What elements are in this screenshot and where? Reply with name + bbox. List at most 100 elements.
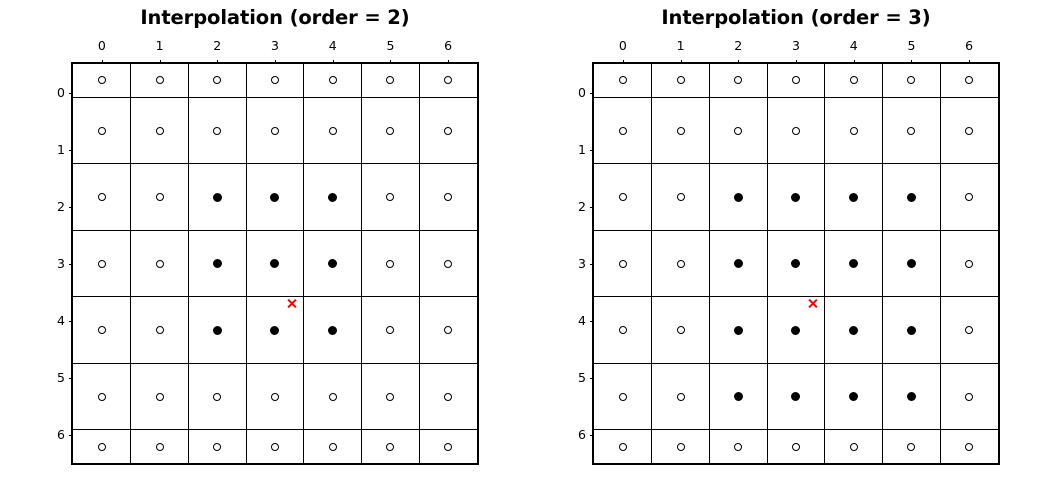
grid-cell[interactable]: [187, 429, 247, 463]
grid-cell[interactable]: [187, 163, 247, 231]
grid-cell[interactable]: [766, 362, 826, 431]
grid-cell[interactable]: [824, 296, 884, 364]
grid-cell[interactable]: [187, 229, 247, 298]
grid-cell[interactable]: [594, 362, 653, 431]
grid-cell[interactable]: [73, 362, 132, 431]
grid-cell[interactable]: [824, 229, 884, 298]
grid-cell[interactable]: [418, 229, 477, 298]
grid-cell[interactable]: [418, 296, 477, 364]
grid-cell[interactable]: [708, 96, 768, 165]
grid-cell[interactable]: [824, 96, 884, 165]
grid-cell[interactable]: [824, 429, 884, 463]
grid-cell[interactable]: [361, 163, 420, 231]
grid-cell[interactable]: [708, 163, 768, 231]
grid-cell[interactable]: [130, 296, 189, 364]
grid-cell[interactable]: [245, 64, 305, 98]
grid-cell[interactable]: [594, 229, 653, 298]
grid-cell[interactable]: [187, 362, 247, 431]
grid-cell[interactable]: [708, 296, 768, 364]
grid-cell[interactable]: [651, 362, 710, 431]
grid-cell[interactable]: [651, 64, 710, 98]
grid-cell[interactable]: [361, 229, 420, 298]
grid-cell[interactable]: [824, 362, 884, 431]
grid-cell[interactable]: [245, 229, 305, 298]
grid-cell[interactable]: [245, 362, 305, 431]
open-sample-marker: [676, 193, 685, 201]
grid-cell[interactable]: [651, 429, 710, 463]
grid-cell[interactable]: [361, 96, 420, 165]
grid-cell[interactable]: [882, 96, 941, 165]
grid-cell[interactable]: [130, 96, 189, 165]
grid-cell[interactable]: [303, 296, 363, 364]
grid-cell[interactable]: [245, 96, 305, 165]
grid-cell[interactable]: [882, 296, 941, 364]
grid-cell[interactable]: [245, 296, 305, 364]
grid-cell[interactable]: [882, 429, 941, 463]
grid-cell[interactable]: [303, 229, 363, 298]
grid-cell[interactable]: [708, 429, 768, 463]
grid-cell[interactable]: [766, 163, 826, 231]
grid-cell[interactable]: [766, 96, 826, 165]
grid-cell[interactable]: [766, 229, 826, 298]
grid-cell[interactable]: [418, 362, 477, 431]
grid-cell[interactable]: [939, 296, 998, 364]
grid-cell[interactable]: [73, 229, 132, 298]
grid-cell[interactable]: [939, 229, 998, 298]
grid-cell[interactable]: [303, 64, 363, 98]
grid-cell[interactable]: [245, 429, 305, 463]
grid-cell[interactable]: [130, 64, 189, 98]
grid-cell[interactable]: [939, 64, 998, 98]
grid-cell[interactable]: [418, 163, 477, 231]
grid-cell[interactable]: [651, 296, 710, 364]
grid-cell[interactable]: [882, 362, 941, 431]
grid-cell[interactable]: [594, 429, 653, 463]
grid-cell[interactable]: [651, 229, 710, 298]
grid-cell[interactable]: [939, 163, 998, 231]
grid-cell[interactable]: [651, 163, 710, 231]
grid-cell[interactable]: [303, 96, 363, 165]
grid-cell[interactable]: [361, 429, 420, 463]
grid-cell[interactable]: [939, 96, 998, 165]
grid-cell[interactable]: [73, 429, 132, 463]
grid-cell[interactable]: [766, 64, 826, 98]
grid-cell[interactable]: [187, 96, 247, 165]
grid-cell[interactable]: [73, 96, 132, 165]
filled-sample-marker: [906, 259, 916, 268]
grid-cell[interactable]: [130, 163, 189, 231]
grid-cell[interactable]: [130, 229, 189, 298]
grid-cell[interactable]: [882, 229, 941, 298]
grid-cell[interactable]: [939, 362, 998, 431]
grid-cell[interactable]: [303, 163, 363, 231]
grid-cell[interactable]: [824, 64, 884, 98]
grid-cell[interactable]: [73, 64, 132, 98]
grid-cell[interactable]: [303, 362, 363, 431]
grid-cell[interactable]: [361, 362, 420, 431]
grid-cell[interactable]: [130, 429, 189, 463]
grid-cell[interactable]: [73, 296, 132, 364]
grid-cell[interactable]: [187, 64, 247, 98]
grid-cell[interactable]: [73, 163, 132, 231]
grid-cell[interactable]: [418, 64, 477, 98]
grid-cell[interactable]: [708, 362, 768, 431]
grid-cell[interactable]: [882, 163, 941, 231]
grid-cell[interactable]: [594, 163, 653, 231]
grid-cell[interactable]: [708, 229, 768, 298]
grid-cell[interactable]: [594, 296, 653, 364]
grid-cell[interactable]: [939, 429, 998, 463]
grid-cell[interactable]: [130, 362, 189, 431]
grid-cell[interactable]: [766, 429, 826, 463]
grid-cell[interactable]: [361, 64, 420, 98]
grid-cell[interactable]: [361, 296, 420, 364]
grid-cell[interactable]: [594, 64, 653, 98]
grid-cell[interactable]: [882, 64, 941, 98]
grid-cell[interactable]: [708, 64, 768, 98]
grid-cell[interactable]: [594, 96, 653, 165]
grid-cell[interactable]: [418, 96, 477, 165]
grid-cell[interactable]: [766, 296, 826, 364]
grid-cell[interactable]: [651, 96, 710, 165]
grid-cell[interactable]: [824, 163, 884, 231]
grid-cell[interactable]: [245, 163, 305, 231]
grid-cell[interactable]: [187, 296, 247, 364]
grid-cell[interactable]: [418, 429, 477, 463]
grid-cell[interactable]: [303, 429, 363, 463]
